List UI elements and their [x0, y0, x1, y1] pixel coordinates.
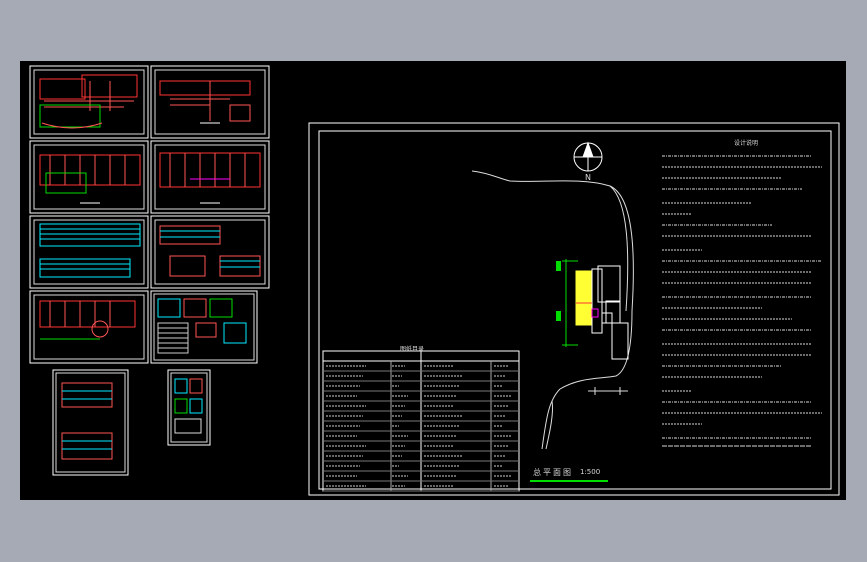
sheet-floor-plan-3 [29, 140, 149, 214]
site-plan-title: 总平面图 [533, 468, 573, 477]
sheet-elevation-2 [150, 215, 270, 289]
table-title: 图纸目录 [400, 346, 425, 353]
main-sheet-border [308, 122, 840, 496]
site-plan-scale: 1:500 [580, 468, 601, 476]
cad-drawing [29, 65, 840, 496]
sheet-details-1 [150, 290, 258, 364]
sheet-elevation-1 [29, 215, 149, 289]
sheet-details-2 [167, 369, 211, 446]
notes-title: 设计说明 [734, 140, 759, 147]
main-sheet-inner [318, 130, 832, 490]
north-arrow [573, 141, 603, 172]
cad-canvas[interactable]: N 总平面图 1:500 图纸目录 设计说明 [20, 61, 846, 500]
sheet-floor-plan-4 [150, 140, 270, 214]
sheet-floor-plan-1 [29, 65, 149, 139]
sheet-ground-plan [29, 290, 149, 364]
sheet-section [52, 369, 129, 476]
site-buildings [556, 259, 629, 360]
north-label: N [585, 173, 591, 182]
road-curve [471, 170, 634, 450]
sheet-floor-plan-2 [150, 65, 270, 139]
